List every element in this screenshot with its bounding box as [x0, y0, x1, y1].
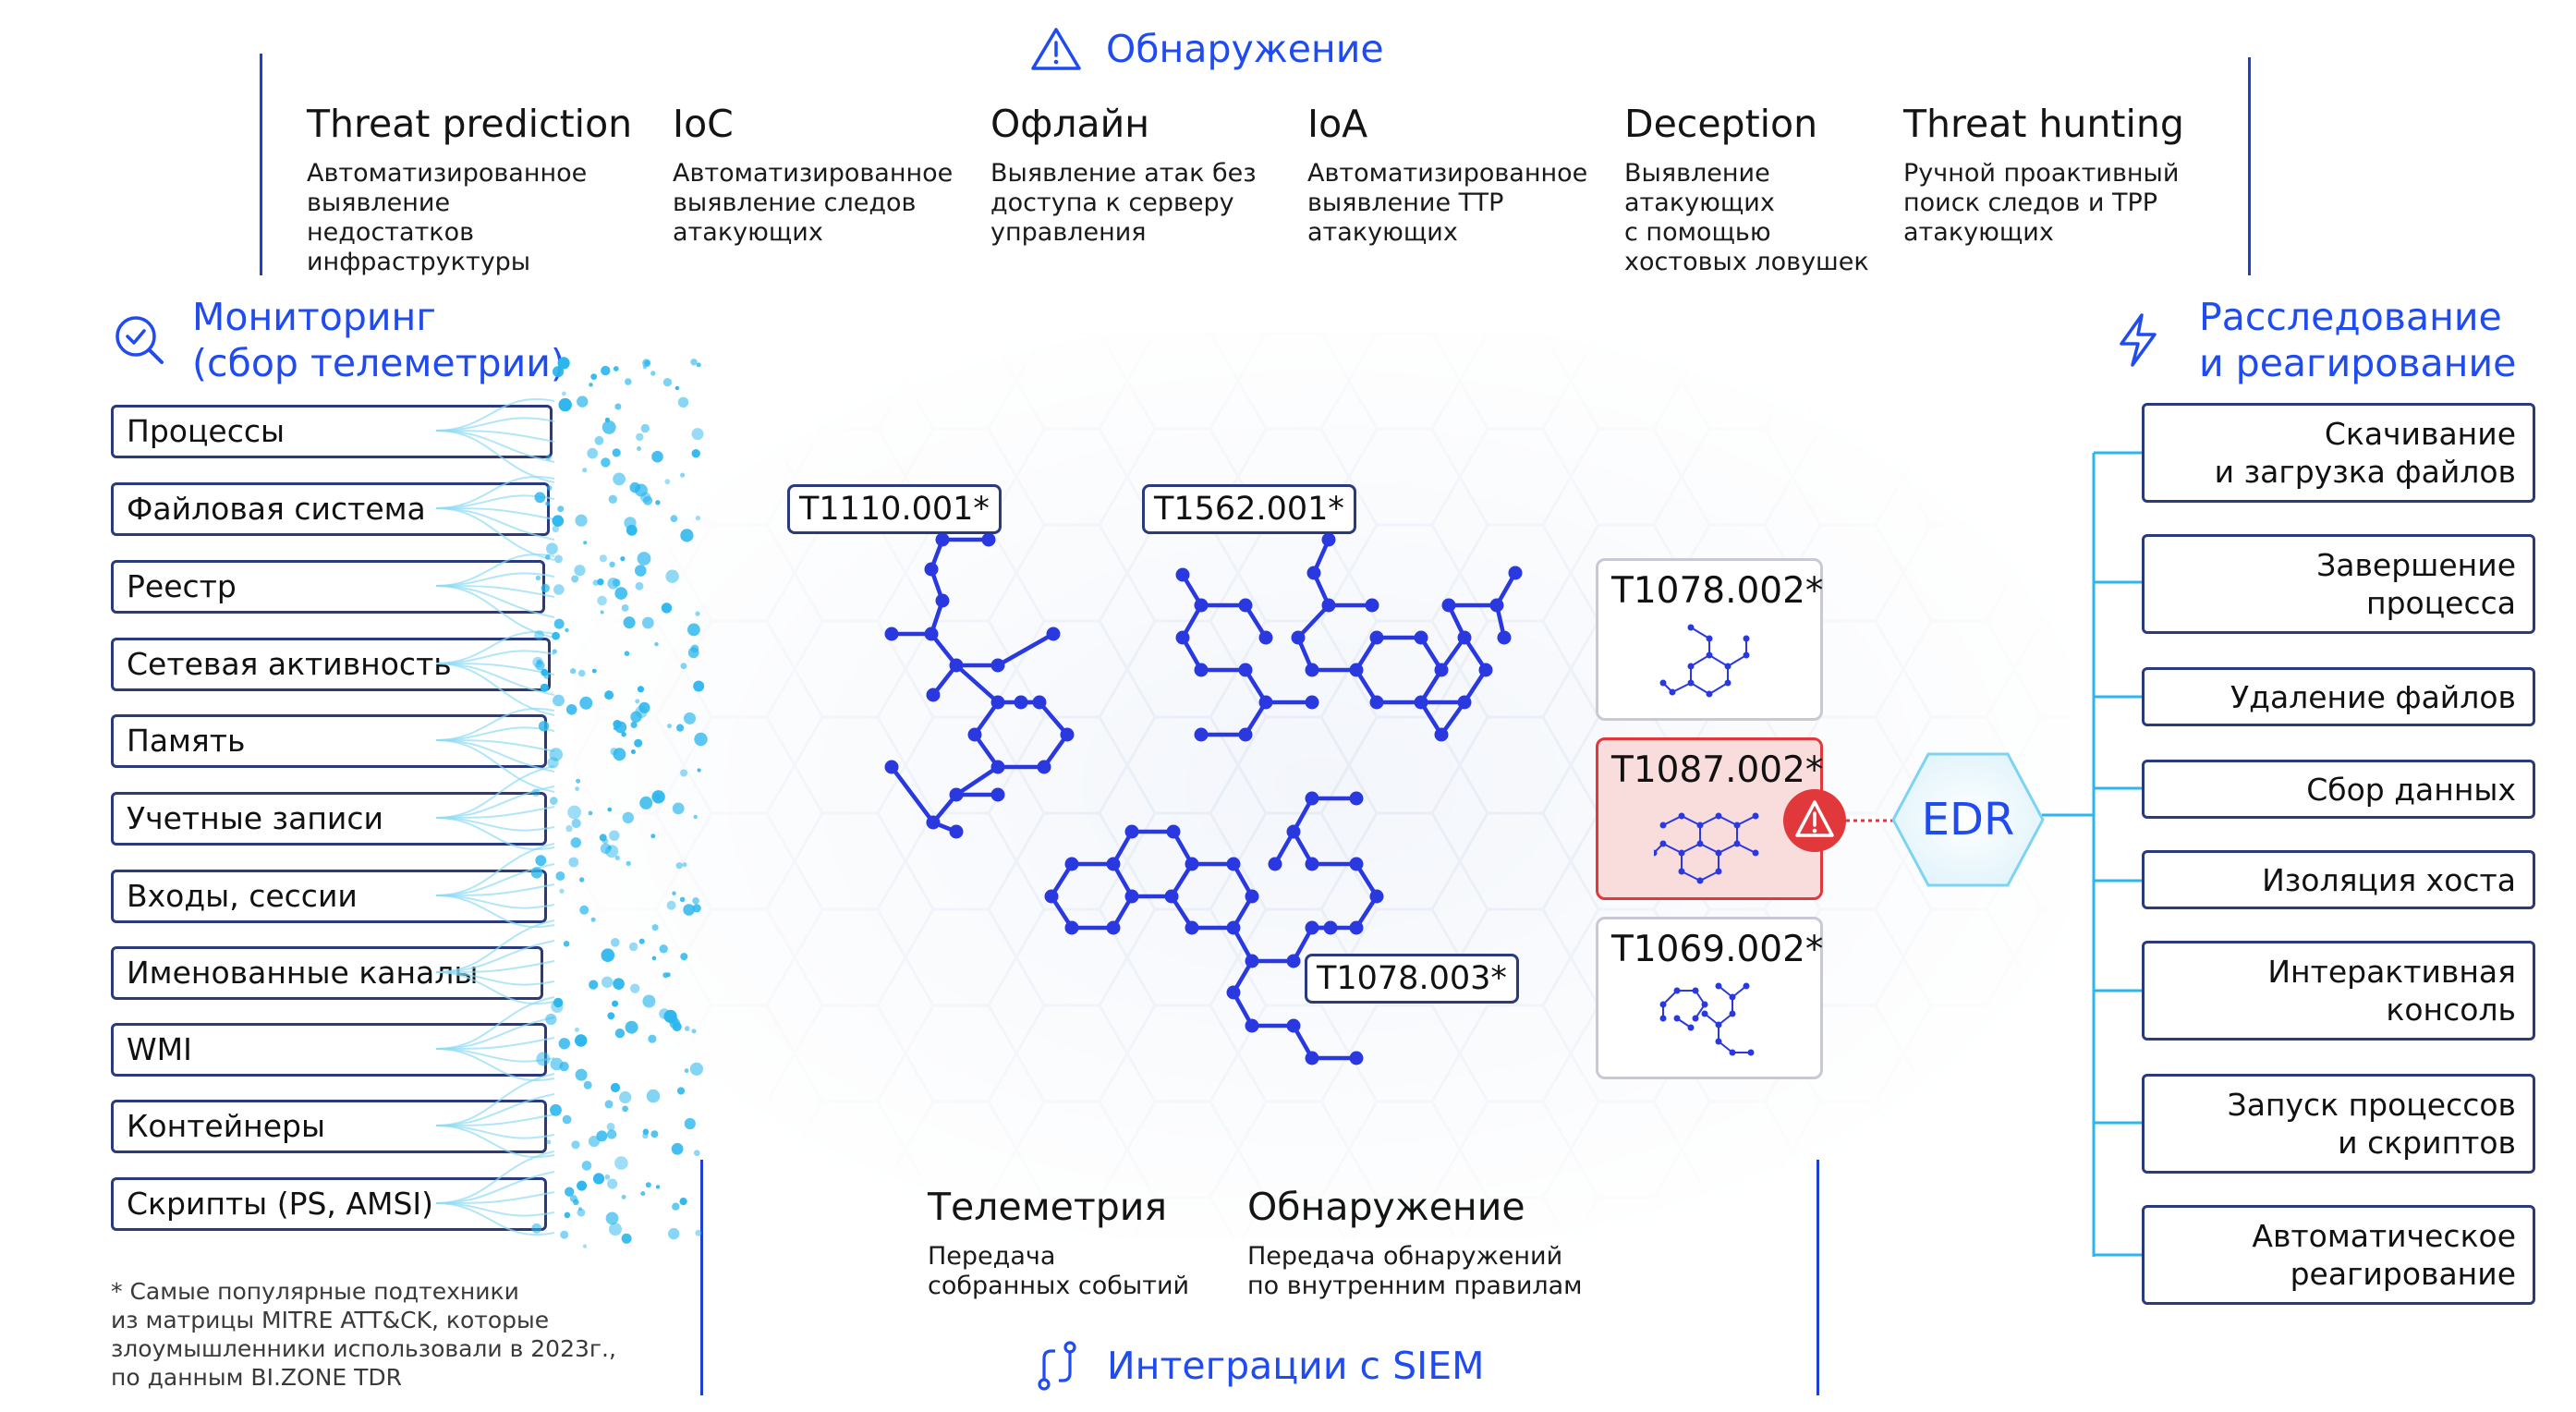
card-label: T1087.002* [1611, 749, 1824, 791]
monitoring-title-2: (сбор телеметрии) [192, 341, 565, 385]
detection-title: Threat hunting [1903, 102, 2184, 146]
detection-threat-hunting: Threat hunting Ручной проактивный поиск … [1903, 102, 2184, 248]
investigation-title-2: и реагирование [2199, 341, 2517, 385]
response-collect-data[interactable]: Сбор данных [2142, 760, 2535, 819]
telemetry-title: Телеметрия [928, 1185, 1168, 1229]
detection-ioa: IoA Автоматизированное выявление TTP ата… [1307, 102, 1587, 248]
mini-graph-icon [1659, 982, 1755, 1056]
bottom-right-divider [1817, 1160, 1819, 1395]
investigation-title-1: Расследование [2199, 295, 2502, 339]
response-auto-response[interactable]: Автоматическое реагирование [2142, 1205, 2535, 1305]
response-delete-files[interactable]: Удаление файлов [2142, 667, 2535, 726]
response-kill-process[interactable]: Завершение процесса [2142, 534, 2535, 634]
response-tree [2042, 451, 2144, 1257]
detection-offline: Офлайн Выявление атак без доступа к серв… [990, 102, 1257, 248]
telemetry-source-item[interactable]: Сетевая активность [111, 638, 551, 691]
siem-header: Интеграции с SIEM [1033, 1340, 1484, 1392]
response-download-files[interactable]: Скачивание и загрузка файлов [2142, 403, 2535, 503]
detection-title: IoA [1307, 102, 1368, 146]
integration-path-icon [1038, 1341, 1076, 1391]
telemetry-source-item[interactable]: WMI [111, 1023, 547, 1077]
detection-threat-prediction: Threat prediction Автоматизированное выя… [307, 102, 632, 277]
detection-desc: Автоматизированное выявление следов атак… [673, 159, 954, 247]
technique-t1562[interactable]: T1562.001* [1142, 484, 1356, 534]
bottom-left-divider [700, 1160, 703, 1395]
detection-bottom-desc: Передача обнаружений по внутренним прави… [1247, 1242, 1583, 1300]
card-t1069-002[interactable]: T1069.002* [1596, 917, 1823, 1079]
lightning-icon [2120, 313, 2157, 367]
investigation-header: Расследование и реагирование [2114, 294, 2516, 386]
detection-title: Офлайн [990, 102, 1150, 146]
edr-label: EDR [1921, 794, 2015, 846]
detection-bottom-title: Обнаружение [1247, 1185, 1525, 1229]
detection-header-title: Обнаружение [1106, 27, 1384, 71]
monitoring-title-1: Мониторинг [192, 295, 436, 339]
detection-ioc: IoC Автоматизированное выявление следов … [673, 102, 953, 248]
card-t1078-002[interactable]: T1078.002* [1596, 558, 1823, 721]
detection-deception: Deception Выявление атакующих с помощью … [1624, 102, 1869, 277]
telemetry-source-item[interactable]: Учетные записи [111, 792, 547, 846]
telemetry-source-item[interactable]: Именованные каналы [111, 946, 543, 1000]
bottom-detection: Обнаружение Передача обнаружений по внут… [1247, 1185, 1583, 1301]
siem-title: Интеграции с SIEM [1107, 1344, 1485, 1388]
top-right-divider [2248, 57, 2251, 275]
warning-triangle-icon [1031, 28, 1081, 70]
card-label: T1069.002* [1611, 929, 1824, 970]
telemetry-source-item[interactable]: Входы, сессии [111, 870, 547, 923]
detection-title: Deception [1624, 102, 1818, 146]
telemetry-particles [435, 357, 708, 1248]
card-label: T1078.002* [1611, 570, 1824, 612]
telemetry-source-item[interactable]: Контейнеры [111, 1100, 547, 1153]
detection-desc: Выявление атак без доступа к серверу упр… [990, 159, 1257, 247]
monitoring-header: Мониторинг (сбор телеметрии) [113, 294, 565, 386]
detection-title: IoC [673, 102, 734, 146]
alert-badge-icon [1783, 789, 1846, 852]
mini-graph-icon [1654, 812, 1759, 884]
edr-hexagon [1891, 752, 2045, 887]
response-isolate-host[interactable]: Изоляция хоста [2142, 850, 2535, 909]
detection-desc: Автоматизированное выявление TTP атакующ… [1307, 159, 1588, 247]
bottom-telemetry: Телеметрия Передача собранных событий [928, 1185, 1189, 1301]
magnifier-check-icon [115, 316, 164, 364]
detection-title: Threat prediction [307, 102, 633, 146]
response-run-processes[interactable]: Запуск процессов и скриптов [2142, 1074, 2535, 1174]
detection-desc: Автоматизированное выявление недостатков… [307, 159, 588, 276]
mini-graph-icon [1659, 624, 1750, 698]
telemetry-source-item[interactable]: Скрипты (PS, AMSI) [111, 1177, 547, 1231]
footnote: * Самые популярные подтехники из матрицы… [111, 1278, 616, 1391]
technique-t1110[interactable]: T1110.001* [787, 484, 1002, 534]
top-left-divider [260, 54, 262, 275]
telemetry-desc: Передача собранных событий [928, 1242, 1190, 1300]
detection-desc: Выявление атакующих с помощью хостовых л… [1624, 159, 1869, 276]
technique-t1078-003[interactable]: T1078.003* [1305, 954, 1519, 1004]
response-interactive-console[interactable]: Интерактивная консоль [2142, 941, 2535, 1041]
detection-header: Обнаружение [1030, 26, 1384, 72]
detection-desc: Ручной проактивный поиск следов и TPP ат… [1903, 159, 2180, 247]
alert-connector [1839, 819, 1894, 822]
telemetry-source-item[interactable]: Процессы [111, 405, 553, 458]
